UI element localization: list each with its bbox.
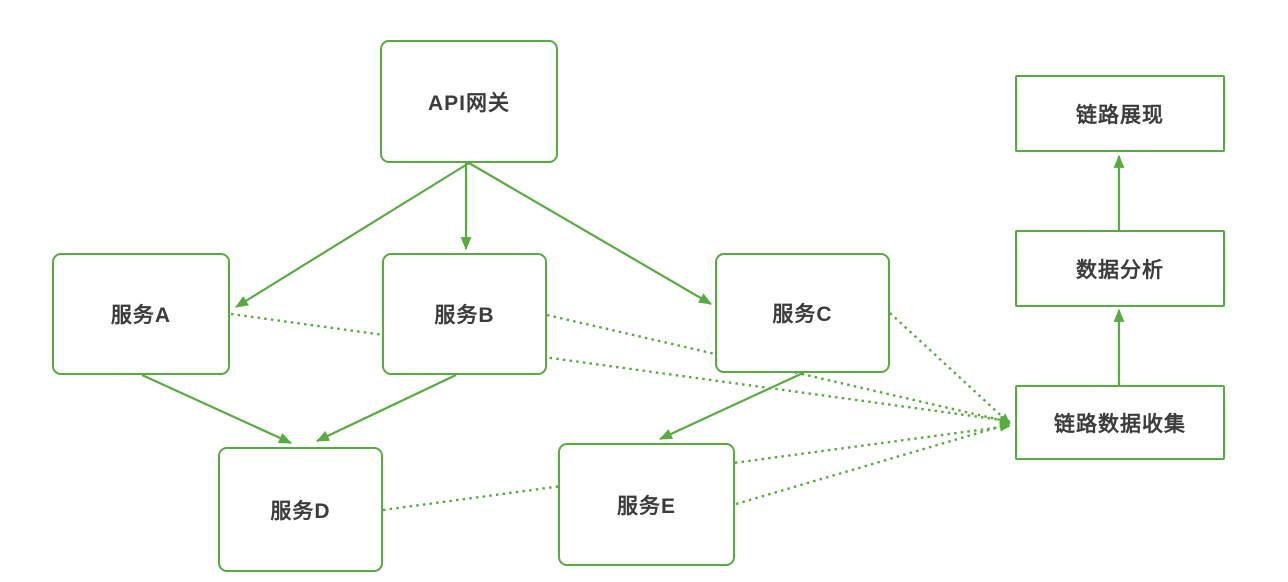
node-service-c-label: 服务C <box>772 303 833 326</box>
edge-service_e-collect-dotted <box>735 422 1011 506</box>
node-service-e-label: 服务E <box>616 494 676 518</box>
edge-service_a-service_d <box>141 373 292 445</box>
node-service-c[interactable]: 服务C <box>715 253 890 373</box>
node-trace-data-collect[interactable]: 链路数据收集 <box>1015 385 1225 460</box>
node-service-a[interactable]: 服务A <box>52 253 230 375</box>
node-data-analysis-label: 数据分析 <box>1076 258 1164 282</box>
node-trace-display-label: 链路展现 <box>1076 103 1164 127</box>
node-trace-display[interactable]: 链路展现 <box>1015 75 1225 152</box>
edge-gateway-service_c <box>468 162 712 305</box>
edge-service_c-service_e <box>659 372 804 440</box>
node-api-gateway-label: API网关 <box>427 91 510 115</box>
node-data-analysis[interactable]: 数据分析 <box>1015 230 1225 307</box>
node-trace-data-collect-label: 链路数据收集 <box>1054 412 1186 436</box>
node-service-b-label: 服务B <box>434 304 495 327</box>
node-service-e[interactable]: 服务E <box>558 443 735 566</box>
node-service-a-label: 服务A <box>110 304 172 327</box>
edge-service_c-collect-dotted <box>889 312 1011 425</box>
edge-gateway-service_a <box>235 162 470 308</box>
node-service-b[interactable]: 服务B <box>382 253 547 375</box>
edge-service_a-collect-dotted <box>230 312 1011 425</box>
node-service-d[interactable]: 服务D <box>218 447 383 572</box>
edge-service_b-service_d <box>316 374 457 442</box>
node-service-d-label: 服务D <box>270 499 331 523</box>
node-api-gateway[interactable]: API网关 <box>380 40 558 163</box>
